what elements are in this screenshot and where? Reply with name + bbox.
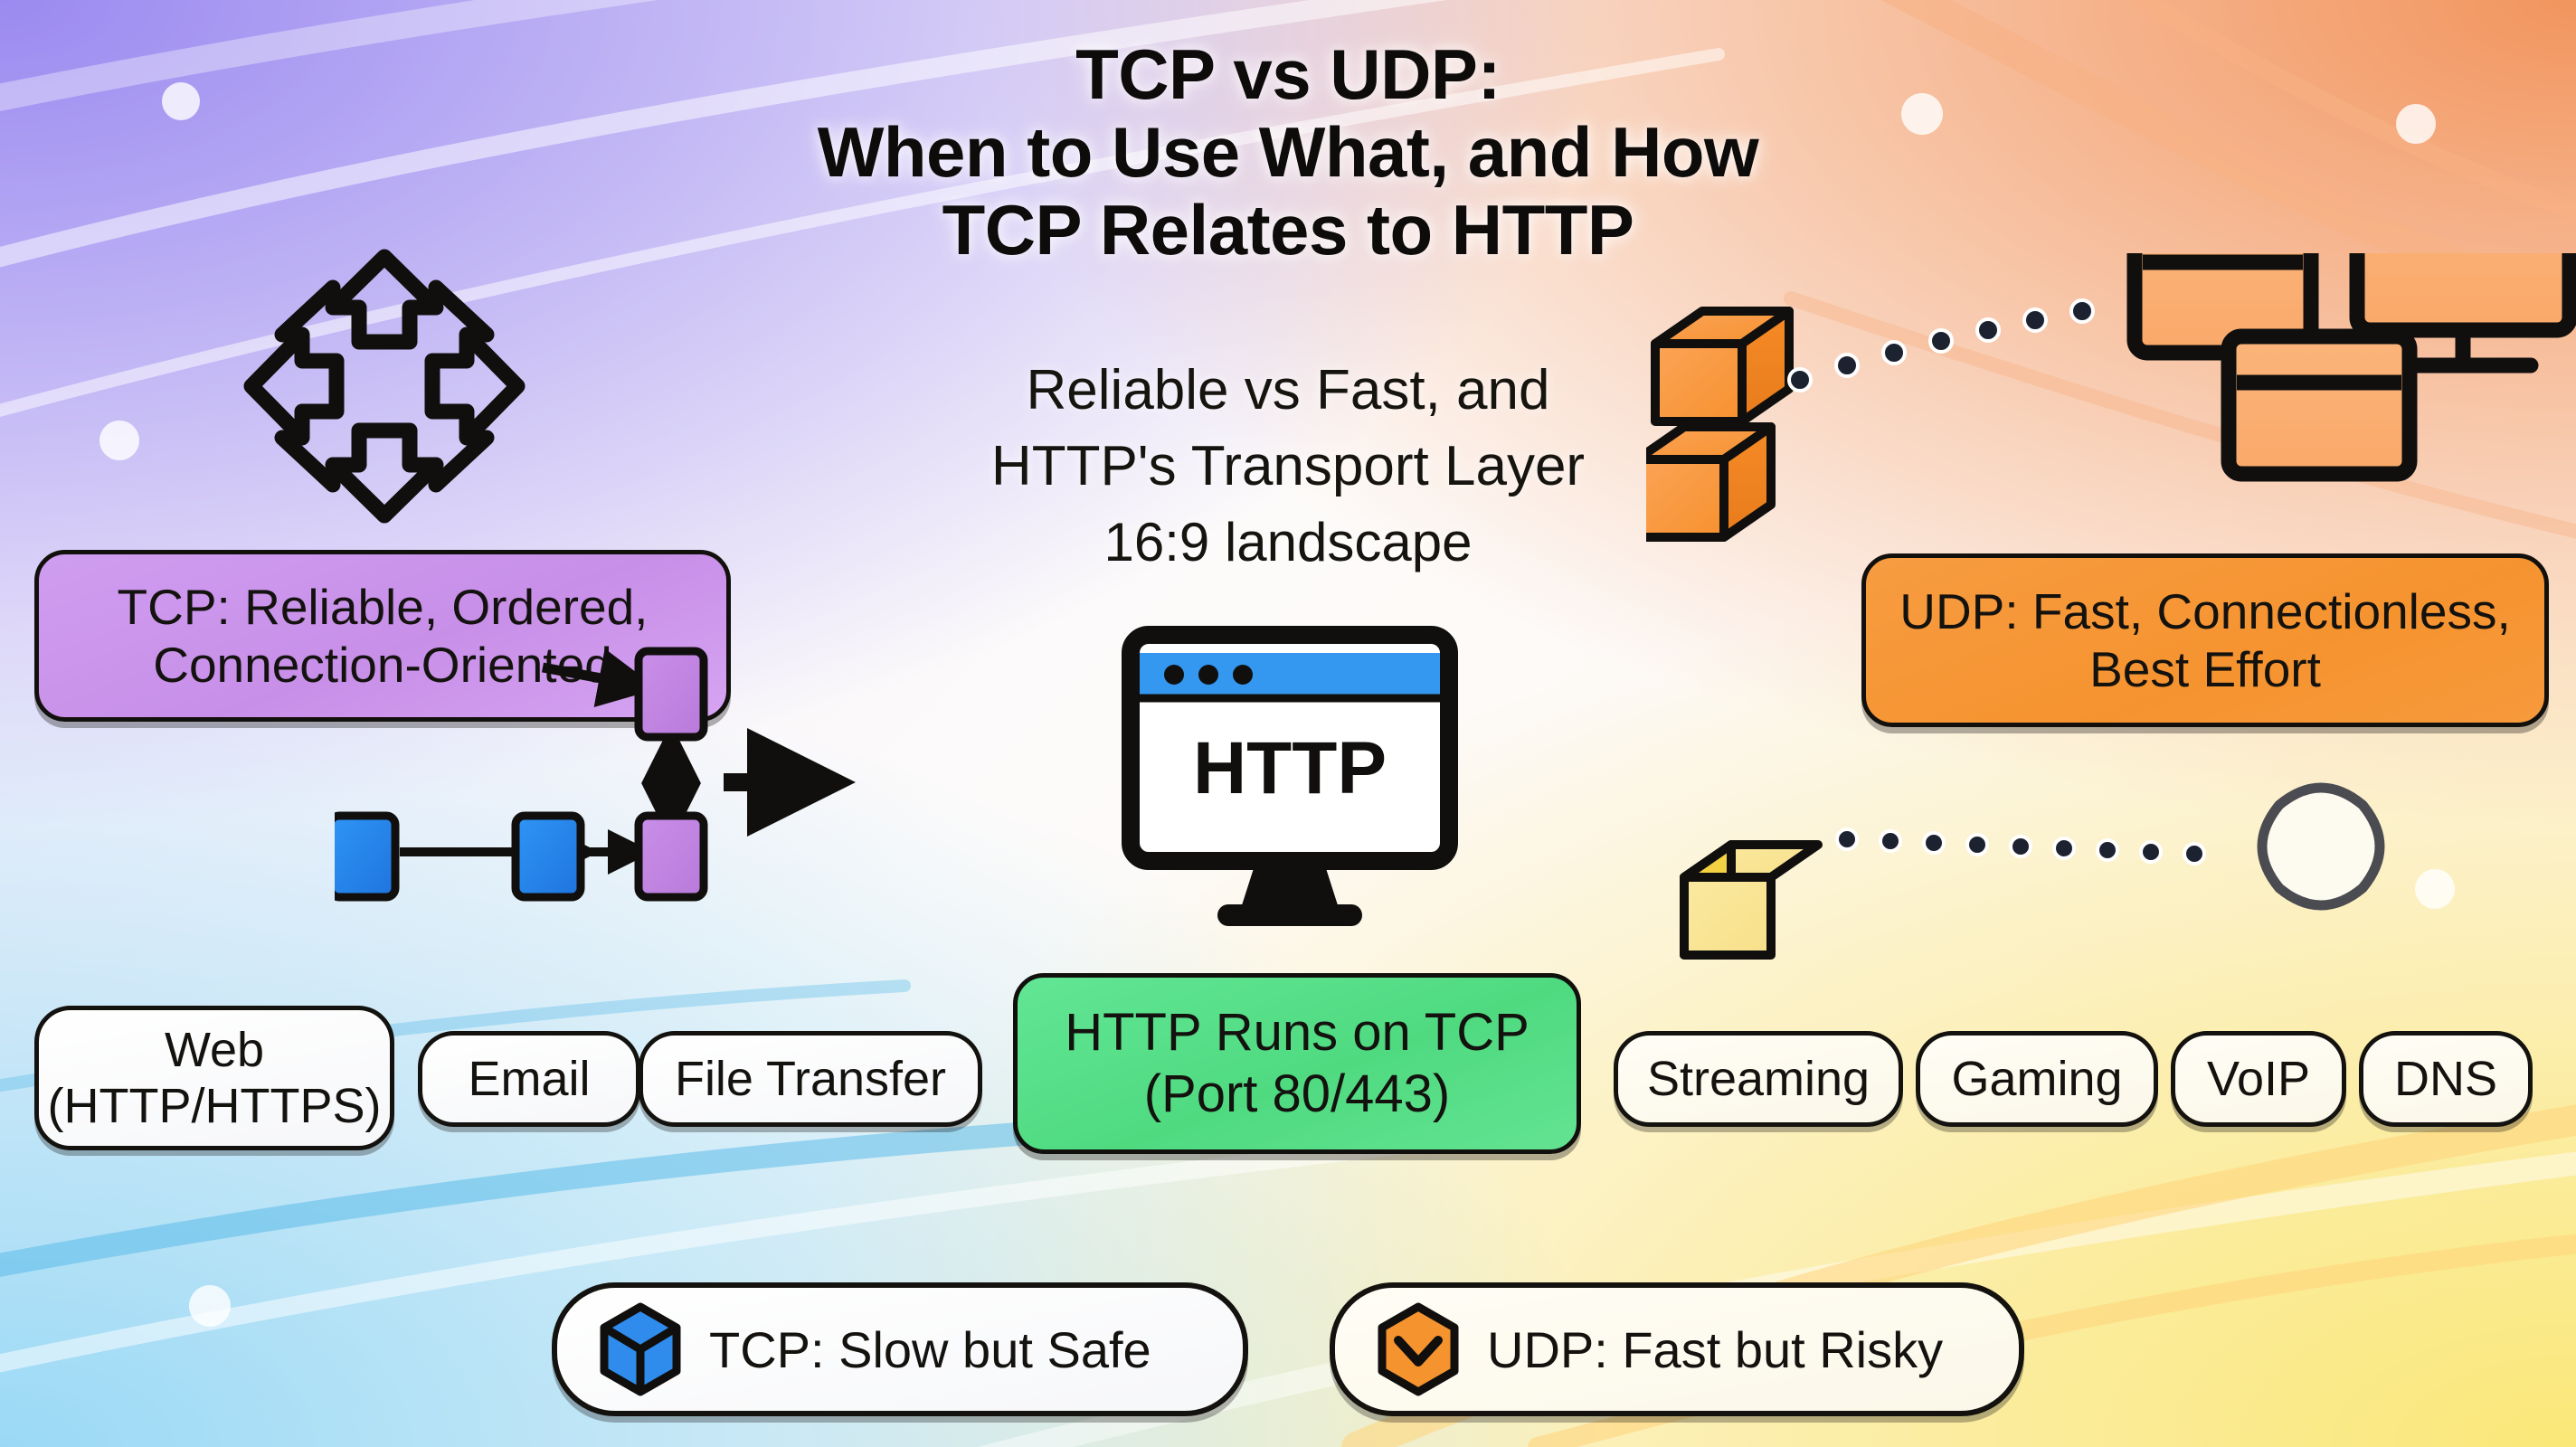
tcp-description-box: TCP: Reliable, Ordered, Connection-Orien… — [34, 550, 731, 722]
subtitle-line-2: HTTP's Transport Layer — [990, 434, 1586, 497]
http-box-line-2: (Port 80/443) — [1143, 1064, 1451, 1123]
udp-description-line-2: Best Effort — [2089, 641, 2321, 697]
monitor-screen-label: HTTP — [1193, 727, 1387, 809]
usecase-pill-gaming[interactable]: Gaming — [1916, 1031, 2158, 1127]
four-way-arrows-icon — [243, 249, 526, 524]
title-line-2: When to Use What, and How — [817, 111, 1759, 192]
usecase-file-transfer-label: File Transfer — [674, 1051, 947, 1106]
page-subtitle: Reliable vs Fast, and HTTP's Transport L… — [0, 353, 2576, 504]
http-box-line-1: HTTP Runs on TCP — [1065, 1003, 1530, 1063]
udp-dropped-packet-outline — [2257, 782, 2385, 911]
legend-udp-label: UDP: Fast but Risky — [1487, 1320, 1944, 1378]
udp-dotted-trail-lower — [1835, 828, 2206, 865]
aspect-ratio-note: 16:9 landscape — [1103, 512, 1473, 572]
blue-cube-icon — [600, 1302, 681, 1396]
title-line-3: TCP Relates to HTTP — [942, 189, 1634, 270]
tcp-description-line-1: TCP: Reliable, Ordered, — [117, 578, 649, 635]
legend-tcp[interactable]: TCP: Slow but Safe — [552, 1282, 1248, 1416]
usecase-pill-email[interactable]: Email — [418, 1031, 640, 1127]
page-title: TCP vs UDP: When to Use What, and How TC… — [0, 34, 2576, 270]
tcp-description-line-2: Connection-Oriented — [153, 637, 612, 693]
udp-description-line-1: UDP: Fast, Connectionless, — [1899, 582, 2511, 639]
legend-udp[interactable]: UDP: Fast but Risky — [1330, 1282, 2024, 1416]
usecase-pill-file-transfer[interactable]: File Transfer — [639, 1031, 982, 1127]
usecase-voip-label: VoIP — [2206, 1051, 2311, 1106]
usecase-pill-voip[interactable]: VoIP — [2171, 1031, 2346, 1127]
usecase-web-line-1: Web — [164, 1022, 265, 1077]
usecase-gaming-label: Gaming — [1951, 1051, 2123, 1106]
tcp-packet-flow-diagram — [335, 647, 857, 902]
orange-hexagon-chevron-icon — [1378, 1302, 1459, 1396]
udp-packet-flow-diagram — [1646, 253, 2576, 960]
http-monitor-icon: HTTP — [1122, 626, 1458, 926]
usecase-web-line-2: (HTTP/HTTPS) — [47, 1079, 382, 1133]
udp-cube-2 — [1646, 422, 1776, 542]
udp-description-box: UDP: Fast, Connectionless, Best Effort — [1861, 553, 2549, 727]
udp-dotted-trail-upper — [1787, 298, 2095, 392]
usecase-email-label: Email — [468, 1051, 591, 1106]
udp-cube-1 — [1651, 307, 1794, 426]
usecase-streaming-label: Streaming — [1646, 1051, 1870, 1106]
usecase-pill-web[interactable]: Web (HTTP/HTTPS) — [34, 1006, 394, 1150]
usecase-pill-dns[interactable]: DNS — [2359, 1031, 2533, 1127]
http-runs-on-tcp-box: HTTP Runs on TCP (Port 80/443) — [1013, 973, 1581, 1154]
subtitle-line-1: Reliable vs Fast, and — [1026, 359, 1550, 421]
udp-screen-monitor — [2349, 253, 2576, 374]
udp-screen-small-bottom — [2221, 328, 2418, 482]
usecase-dns-label: DNS — [2393, 1051, 2497, 1106]
udp-lost-cube — [1680, 840, 1823, 960]
usecase-pill-streaming[interactable]: Streaming — [1614, 1031, 1903, 1127]
title-line-1: TCP vs UDP: — [1075, 34, 1501, 114]
legend-tcp-label: TCP: Slow but Safe — [709, 1320, 1151, 1378]
